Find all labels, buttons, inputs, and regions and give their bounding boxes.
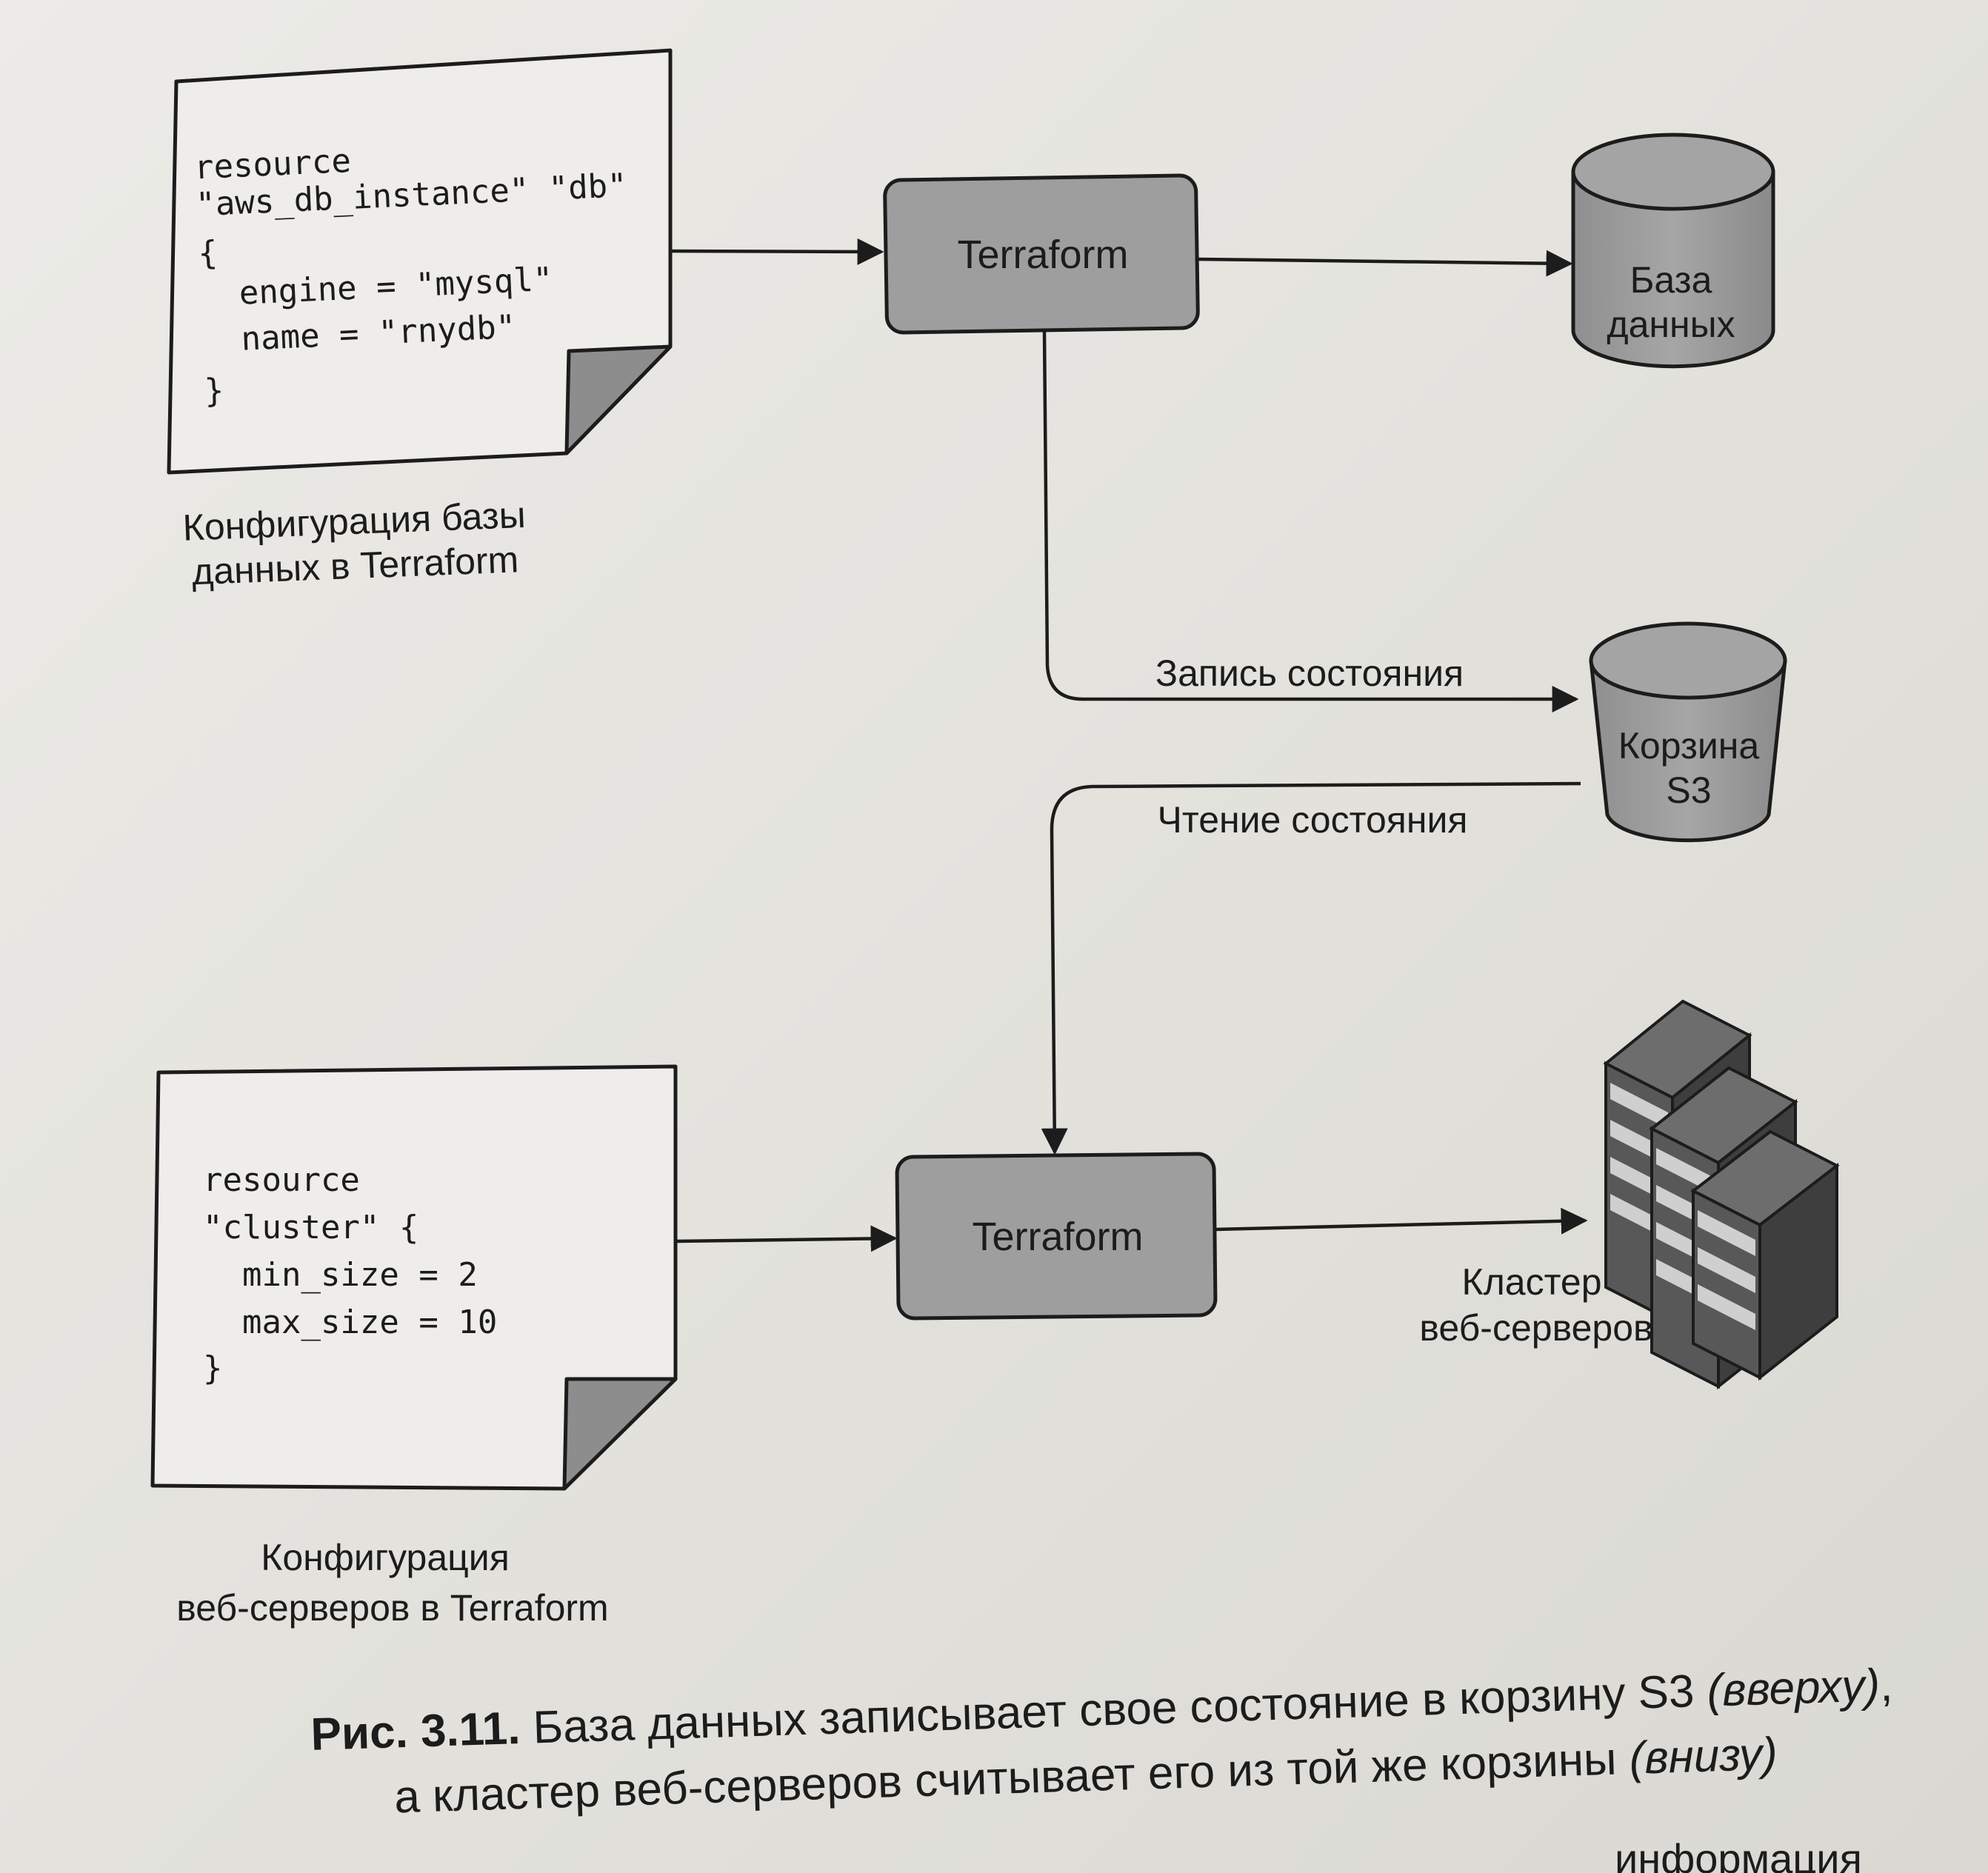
web-code-line-5: } bbox=[203, 1349, 223, 1387]
database-cylinder: База данных bbox=[1571, 133, 1775, 369]
read-state-label: Чтение состояния bbox=[1158, 799, 1468, 841]
arrow-terraform-to-database bbox=[1198, 250, 1573, 277]
db-config-caption: Конфигурация базы данных в Terraform bbox=[182, 494, 527, 592]
caption-line1-italic: (вверху) bbox=[1706, 1660, 1881, 1716]
terraform-bottom-label: Terraform bbox=[972, 1215, 1143, 1259]
arrow-web-config-to-terraform bbox=[675, 1225, 898, 1252]
database-label-line-1: База bbox=[1630, 259, 1712, 301]
terraform-top-box: Terraform bbox=[883, 173, 1200, 335]
database-label-line-2: данных bbox=[1607, 304, 1735, 345]
caption-line2-italic: (внизу) bbox=[1629, 1729, 1778, 1784]
terraform-top-label: Terraform bbox=[957, 233, 1128, 277]
web-config-label-line-2: веб-серверов в Terraform bbox=[176, 1587, 608, 1629]
cluster-label-line-1: Кластер bbox=[1461, 1261, 1601, 1303]
db-config-label-line-2: данных в Terraform bbox=[191, 538, 519, 592]
arrow-write-state bbox=[1042, 330, 1579, 712]
server-cluster-icon: Кластер веб-серверов bbox=[1419, 999, 1840, 1390]
cluster-label-line-2: веб-серверов bbox=[1419, 1307, 1652, 1349]
write-state-label: Запись состояния bbox=[1155, 652, 1464, 694]
db-config-document: resource "aws_db_instance" "db" { engine… bbox=[167, 48, 673, 475]
terraform-bottom-box: Terraform bbox=[895, 1152, 1218, 1321]
footer-text-fragment: информация bbox=[1615, 1835, 1862, 1873]
caption-line1-end: , bbox=[1879, 1660, 1893, 1712]
s3-label-line-1: Корзина bbox=[1618, 725, 1760, 767]
caption-number: Рис. 3.11. bbox=[310, 1703, 521, 1760]
web-config-caption: Конфигурация веб-серверов в Terraform bbox=[176, 1537, 608, 1629]
arrow-db-config-to-terraform bbox=[670, 238, 884, 265]
page-fold-icon bbox=[562, 1377, 678, 1491]
web-code-line-1: resource bbox=[203, 1161, 360, 1199]
db-code-line-1: resource bbox=[193, 142, 352, 187]
arrow-read-state bbox=[1041, 781, 1581, 1155]
db-code-line-3: { bbox=[197, 234, 219, 273]
arrow-terraform-to-cluster bbox=[1214, 1207, 1588, 1235]
web-config-label-line-1: Конфигурация bbox=[261, 1537, 510, 1578]
s3-label-line-2: S3 bbox=[1666, 769, 1711, 811]
web-code-line-2: "cluster" { bbox=[203, 1209, 418, 1246]
db-code-line-6: } bbox=[204, 372, 225, 410]
server-rack-icon bbox=[1690, 1129, 1840, 1381]
s3-bucket-cylinder: Корзина S3 bbox=[1589, 621, 1787, 843]
web-code-line-3: min_size = 2 bbox=[203, 1256, 478, 1294]
figure-caption: Рис. 3.11. База данных записывает свое с… bbox=[310, 1660, 1894, 1823]
web-config-document: resource "cluster" { min_size = 2 max_si… bbox=[150, 1064, 678, 1491]
web-code-line-4: max_size = 10 bbox=[203, 1303, 497, 1341]
page-fold-icon bbox=[564, 344, 673, 455]
